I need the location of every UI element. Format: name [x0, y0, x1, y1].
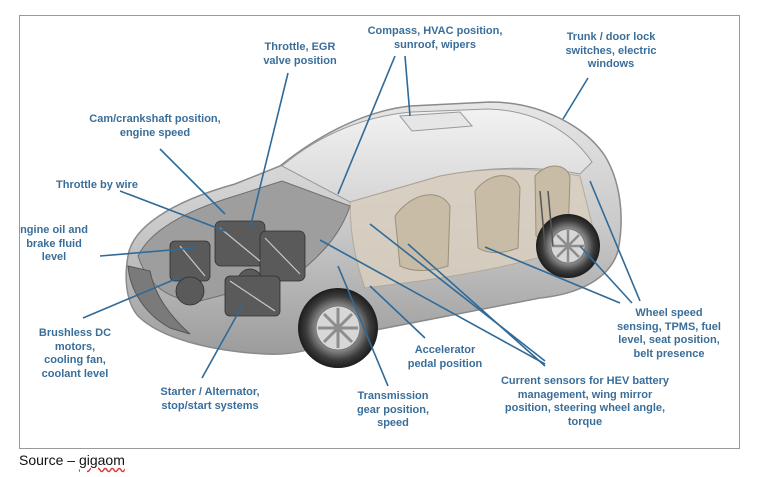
label-throttle-egr: Throttle, EGR valve position [263, 41, 337, 67]
label-transmission: Transmission gear position, speed [356, 390, 430, 429]
car-illustration [125, 101, 622, 368]
label-engine-oil: ngine oil and brake fluid level [20, 224, 88, 263]
label-wheel-speed: Wheel speed sensing, TPMS, fuel level, s… [617, 307, 721, 360]
leader-lines [82, 55, 641, 387]
car-sensor-diagram [82, 55, 641, 387]
caption-prefix: Source – [19, 452, 79, 468]
label-cam: Cam/crankshaft position, engine speed [89, 113, 221, 139]
label-accelerator: Accelerator pedal position [407, 344, 483, 370]
label-starter: Starter / Alternator, stop/start systems [160, 386, 260, 412]
label-trunk: Trunk / door lock switches, electric win… [565, 31, 657, 70]
label-throttle-wire: Throttle by wire [56, 179, 138, 191]
label-brushless: Brushless DC motors, cooling fan, coolan… [38, 327, 112, 380]
source-caption: Source – gigaom [19, 452, 125, 468]
diagram-frame: Compass, HVAC position, sunroof, wipers … [19, 15, 740, 449]
label-current: Current sensors for HEV battery manageme… [500, 375, 670, 428]
label-compass: Compass, HVAC position, sunroof, wipers [367, 25, 503, 51]
caption-source: gigaom [78, 452, 125, 468]
